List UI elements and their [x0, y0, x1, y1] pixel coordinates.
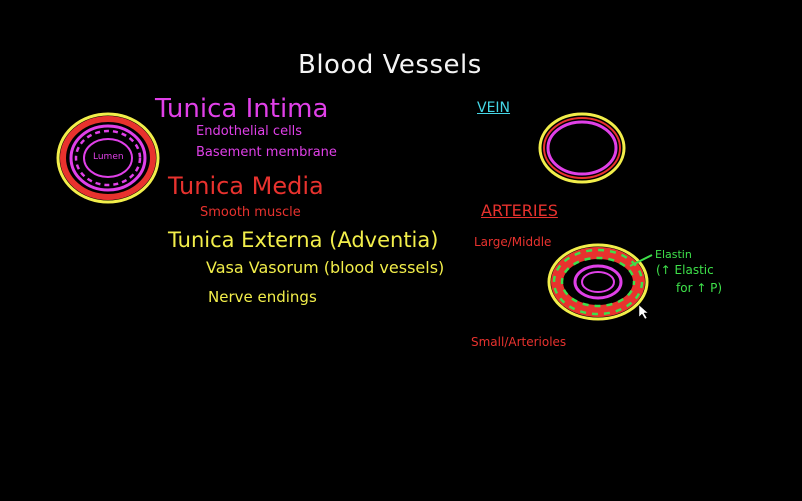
artery-elastin-inner [560, 256, 636, 308]
vein-label: VEIN [477, 100, 511, 116]
arteries-label: ARTERIES [481, 201, 558, 220]
small-arterioles-label: Small/Arterioles [471, 335, 567, 349]
vein-middle-ring [543, 117, 621, 179]
nerve-endings-label: Nerve endings [208, 288, 317, 306]
diagram-title: Blood Vessels [298, 50, 482, 80]
elastin-label: Elastin [655, 248, 692, 261]
artery-outer-ring [547, 243, 649, 321]
elastin-pointer-line [629, 254, 653, 267]
elastic-note-line-2: for ↑ P) [676, 281, 723, 295]
tunica-externa-label: Tunica Externa (Adventia) [168, 228, 439, 252]
large-middle-label: Large/Middle [474, 235, 552, 249]
vein-cross-section [538, 112, 626, 184]
lumen-label: Lumen [93, 152, 124, 162]
vessel-intima-outer-ring [69, 124, 147, 192]
cursor-icon [638, 304, 649, 320]
vessel-intima-dashed-ring [74, 129, 142, 187]
vessel-cross-section [56, 112, 160, 204]
vessel-externa-ring [56, 112, 160, 204]
artery-intima-ring [573, 264, 623, 300]
endothelial-cells-label: Endothelial cells [196, 124, 303, 139]
artery-media-band [551, 247, 645, 317]
smooth-muscle-label: Smooth muscle [200, 205, 301, 220]
basement-membrane-label: Basement membrane [196, 145, 337, 160]
vein-outer-ring [538, 112, 626, 184]
vessel-lumen-border [83, 138, 133, 178]
artery-elastin-outer [552, 248, 644, 316]
vasa-vasorum-label: Vasa Vasorum (blood vessels) [206, 258, 445, 277]
tunica-intima-label: Tunica Intima [155, 94, 329, 124]
tunica-media-label: Tunica Media [168, 172, 324, 200]
elastic-note-line-1: (↑ Elastic [656, 263, 714, 277]
artery-cross-section [547, 243, 649, 321]
artery-lumen-ring [581, 271, 615, 293]
vessel-media-ring [60, 116, 156, 200]
vein-inner-ring [546, 120, 618, 176]
